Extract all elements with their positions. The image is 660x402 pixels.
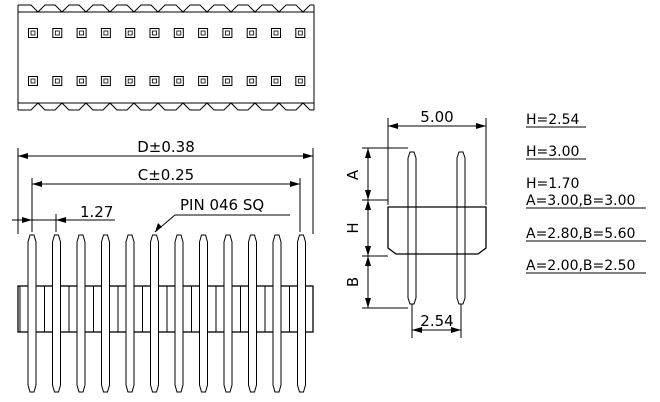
top-pin xyxy=(28,76,38,86)
top-pin xyxy=(271,76,281,86)
note-3: A=3.00,B=3.00 xyxy=(526,193,635,209)
top-pin xyxy=(149,28,160,38)
top-pin xyxy=(295,28,306,38)
note-4: A=2.80,B=5.60 xyxy=(526,226,635,242)
top-pin xyxy=(246,76,257,86)
front-pin xyxy=(272,234,282,393)
top-pin xyxy=(125,28,136,38)
dim-b-label: B xyxy=(344,277,362,287)
top-pin xyxy=(149,76,160,86)
top-pin xyxy=(295,76,306,86)
dim-width-label: 5.00 xyxy=(420,108,453,126)
top-pin xyxy=(198,76,209,86)
front-view-body xyxy=(17,285,314,333)
front-pin xyxy=(297,234,306,393)
side-pin-right xyxy=(456,151,466,305)
top-view-pins xyxy=(28,28,306,86)
front-pin xyxy=(125,234,135,393)
top-pin xyxy=(52,28,63,38)
front-pin xyxy=(174,234,184,393)
top-view-notches-top xyxy=(18,4,314,13)
top-pin xyxy=(100,76,111,86)
front-pin xyxy=(199,234,208,393)
note-5: A=2.00,B=2.50 xyxy=(526,258,635,274)
top-pin xyxy=(76,76,87,86)
top-pin xyxy=(222,28,233,38)
front-pin xyxy=(27,234,37,393)
dim-c-label: C±0.25 xyxy=(138,166,194,184)
top-pin xyxy=(173,28,184,38)
dim-a-label: A xyxy=(344,169,362,180)
front-pin xyxy=(101,234,110,393)
front-view: D±0.38 C±0.25 1.27 PIN 046 SQ xyxy=(12,138,314,393)
pin-leader xyxy=(154,214,290,233)
top-view-notches-bottom xyxy=(18,102,314,111)
top-view-outline xyxy=(17,11,315,104)
notes: H=2.54 H=3.00 H=1.70 A=3.00,B=3.00 A=2.8… xyxy=(526,112,646,274)
dim-h-label: H xyxy=(344,222,362,233)
top-pin xyxy=(28,28,38,38)
top-pin xyxy=(198,28,209,38)
dim-pitch-front-label: 1.27 xyxy=(80,203,113,221)
dim-pitch-side-label: 2.54 xyxy=(420,312,453,330)
front-pin xyxy=(52,234,61,393)
front-pin xyxy=(248,234,257,393)
side-body xyxy=(387,206,487,255)
front-view-pins xyxy=(19,234,306,393)
top-pin xyxy=(222,76,233,86)
dim-d-label: D±0.38 xyxy=(137,138,195,156)
top-pin xyxy=(52,76,63,86)
front-pin xyxy=(150,234,159,393)
note-0: H=2.54 xyxy=(526,112,580,128)
top-pin xyxy=(76,28,87,38)
dim-pin-label: PIN 046 SQ xyxy=(180,196,264,214)
note-1: H=3.00 xyxy=(526,144,579,160)
top-pin xyxy=(246,28,257,38)
top-view xyxy=(17,4,315,111)
top-pin xyxy=(271,28,281,38)
top-pin xyxy=(100,28,111,38)
front-pin xyxy=(76,234,86,393)
note-2: H=1.70 xyxy=(526,176,579,192)
front-pin xyxy=(223,234,233,393)
side-pin-left xyxy=(407,151,417,305)
side-view: 5.00 A H B 2.54 xyxy=(344,108,487,338)
top-pin xyxy=(125,76,136,86)
top-pin xyxy=(173,76,184,86)
